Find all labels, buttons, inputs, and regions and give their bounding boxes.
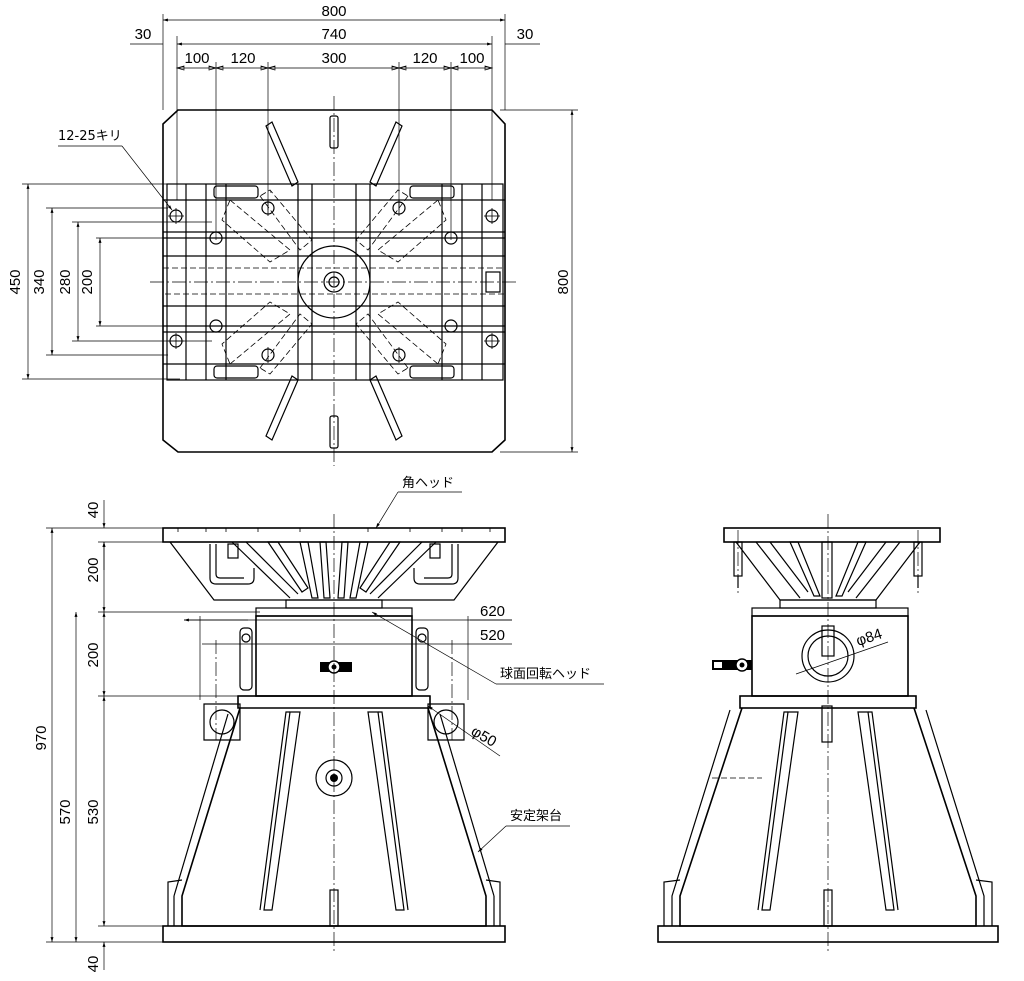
dim-620: 620 <box>480 603 505 620</box>
hole <box>443 319 459 333</box>
side-fitting <box>712 658 752 672</box>
front-fitting <box>320 660 352 674</box>
hole <box>261 347 275 363</box>
dim-450: 450 <box>7 269 24 294</box>
dim-100-right: 100 <box>459 50 484 67</box>
dim-570: 570 <box>57 799 74 824</box>
dim-40-top: 40 <box>85 502 102 519</box>
hole <box>484 208 500 224</box>
dim-120-left: 120 <box>230 50 255 67</box>
hole <box>443 231 459 245</box>
label-stable-stand: 安定架台 <box>510 809 562 824</box>
hole <box>392 347 406 363</box>
hole <box>208 319 224 333</box>
hole <box>261 200 275 216</box>
bolt-holes <box>168 200 500 363</box>
dim-40-bottom: 40 <box>85 956 102 973</box>
hole <box>168 208 184 224</box>
dim-740: 740 <box>321 26 346 43</box>
hole <box>392 200 406 216</box>
dim-800-top: 800 <box>321 3 346 20</box>
dim-340: 340 <box>31 269 48 294</box>
top-horizontal-dimensions: 800 740 30 30 100 120 300 120 100 <box>130 3 540 240</box>
dim-200-head: 200 <box>85 557 102 582</box>
label-spherical-head: 球面回転ヘッド <box>500 667 591 682</box>
front-head-ribs <box>231 541 437 599</box>
hole <box>208 231 224 245</box>
dim-520: 520 <box>480 627 505 644</box>
dim-200-top: 200 <box>79 269 96 294</box>
front-view: 角ヘッド <box>33 476 604 972</box>
hole-label: 12-25キリ <box>58 129 122 144</box>
hole <box>168 333 184 349</box>
slot-markings <box>213 185 455 379</box>
dim-200-rotary: 200 <box>85 642 102 667</box>
top-view: 800 740 30 30 100 120 300 120 100 <box>7 3 578 466</box>
dim-100-left: 100 <box>184 50 209 67</box>
dim-970: 970 <box>33 725 50 750</box>
dim-30-right: 30 <box>517 26 534 43</box>
side-view: φ84 <box>657 514 999 954</box>
dim-30-left: 30 <box>135 26 152 43</box>
hole <box>484 333 500 349</box>
dim-120-right: 120 <box>412 50 437 67</box>
dim-phi50: φ50 <box>468 723 499 751</box>
top-vertical-dimensions: 450 340 280 200 800 <box>7 109 578 453</box>
front-vertical-dimensions: 40 200 200 530 570 970 40 <box>33 500 260 972</box>
dim-300: 300 <box>321 50 346 67</box>
dim-800-right: 800 <box>555 269 572 294</box>
front-horizontal-dimensions: 620 520 <box>184 603 512 700</box>
dim-280: 280 <box>57 269 74 294</box>
dim-phi84: φ84 <box>854 625 884 649</box>
label-square-head: 角ヘッド <box>402 476 454 491</box>
dim-530: 530 <box>85 799 102 824</box>
square-head-plate-outline <box>162 109 506 453</box>
front-lifting-hooks <box>209 543 459 585</box>
side-top-plate <box>723 527 941 543</box>
